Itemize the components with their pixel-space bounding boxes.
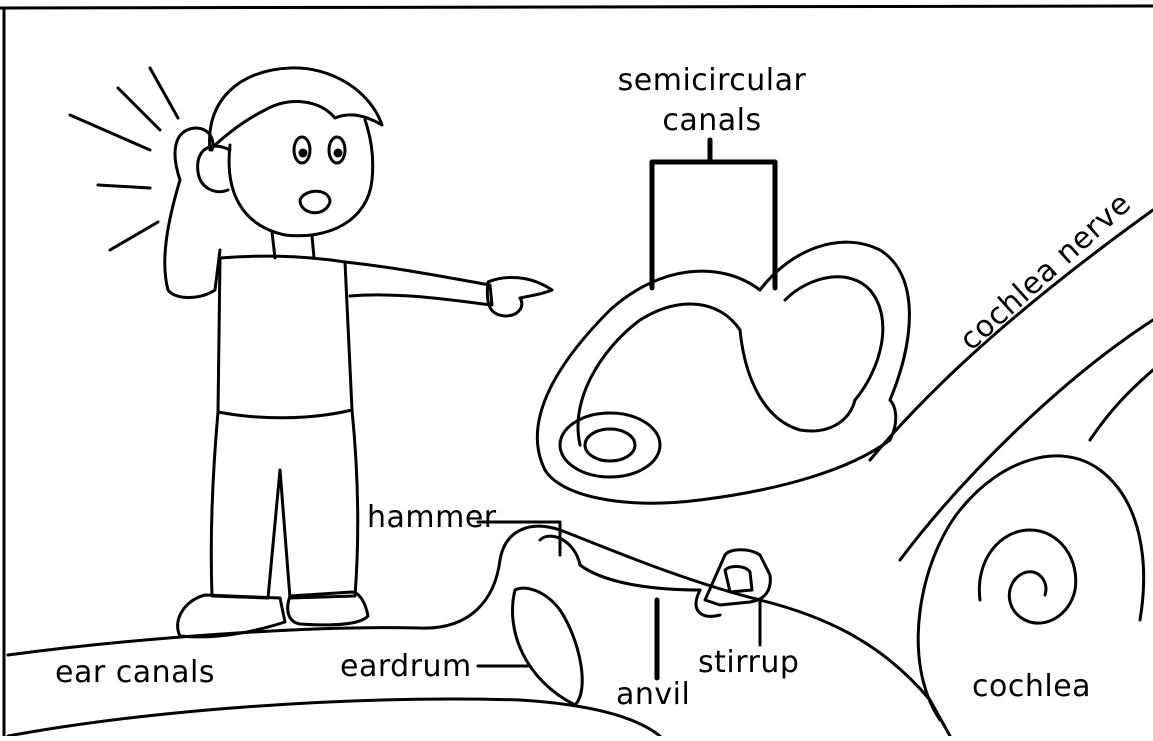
ear-canal-lower [8,699,660,736]
semicircular-canals-drawing [537,242,909,503]
stirrup-shape [705,550,770,605]
hammer-shape [540,536,700,590]
boy-pointing-hand [487,277,552,316]
stirrup-label: stirrup [698,648,799,678]
cochlea-nerve-bundle [870,210,1153,560]
boy-shirt [218,256,352,418]
boy-ear [198,146,230,191]
boy-pointing-arm [345,262,492,305]
semicircular-bracket [652,140,775,288]
ear-canal-wall [8,526,950,736]
boy-pants [211,410,358,598]
anvil-label: anvil [616,680,690,710]
eardrum-label: eardrum [340,652,472,682]
boy [70,68,552,637]
canals-label: canals [612,106,812,136]
hammer-label: hammer [367,503,497,533]
semicircular-label: semicircular [612,66,812,96]
frame-top-line [0,6,1153,8]
boy-mouth [300,191,330,212]
boy-hand-on-ear [175,128,213,180]
boy-raised-arm [165,180,220,298]
ear-canals-label: ear canals [55,658,215,688]
eardrum-shape [513,588,583,705]
cochlea-label: cochlea [972,672,1091,702]
boy-hair [210,68,382,150]
